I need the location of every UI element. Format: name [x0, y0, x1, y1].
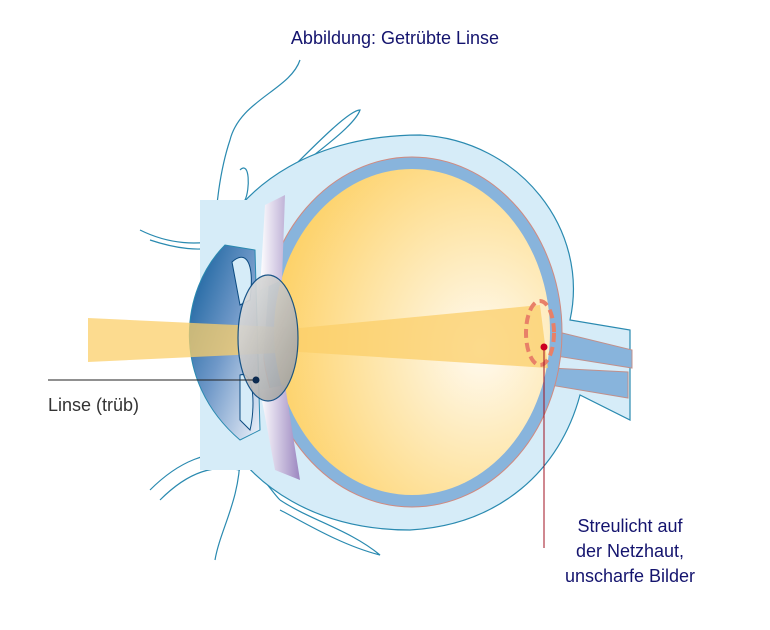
ciliary-body	[260, 195, 300, 480]
diagram-title: Abbildung: Getrübte Linse	[290, 28, 500, 48]
scatter-ring	[524, 299, 556, 367]
lens-label: Linse (trüb)	[48, 395, 140, 415]
light-beam	[88, 305, 548, 368]
retina-label: Streulicht auf der Netzhaut, unscharfe B…	[540, 514, 720, 589]
retina-label-line2: der Netzhaut,	[575, 541, 685, 561]
retina-label-line3: unscharfe Bilder	[564, 566, 696, 586]
lens-pointer-dot	[252, 376, 260, 384]
lens	[237, 274, 299, 402]
retina-pointer-dot	[540, 343, 548, 351]
retina-label-line1: Streulicht auf	[577, 516, 683, 536]
